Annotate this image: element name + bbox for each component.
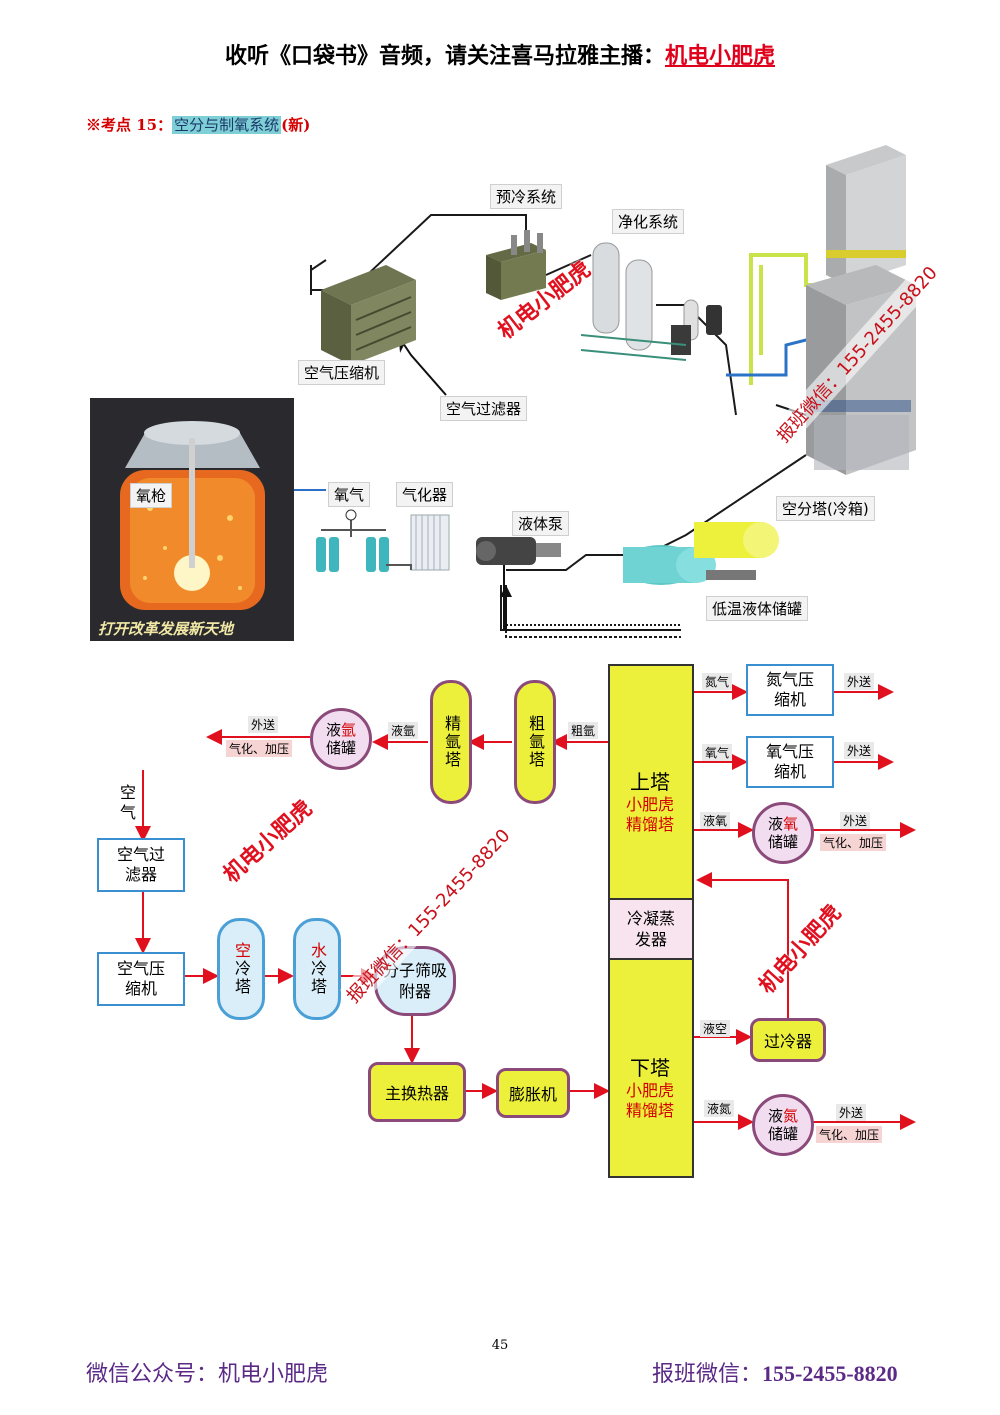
upper-tower <box>608 664 694 900</box>
box-air-compressor: 空气压缩机 <box>97 952 185 1006</box>
furnace-photo: 打开改革发展新天地 氧枪 <box>90 398 294 641</box>
argon-out-label: 外送 <box>248 716 279 733</box>
o2-label: 氧气 <box>702 744 733 761</box>
lox-out-label: 外送 <box>840 812 871 829</box>
section-suffix: (新) <box>281 116 311 134</box>
crude-argon-label: 粗氩 <box>568 722 599 739</box>
o2-out-label: 外送 <box>844 742 875 759</box>
footer-contact: 报班微信：155-2455-8820 <box>652 1361 898 1387</box>
header-brand-link[interactable]: 机电小肥虎 <box>665 43 776 69</box>
process-illustration <box>176 145 916 638</box>
crude-argon-tower: 粗氩塔 <box>514 680 556 804</box>
lin-out-label: 外送 <box>836 1104 867 1121</box>
label-precool: 预冷系统 <box>490 184 563 209</box>
label-lowtemp-tank: 低温液体储罐 <box>706 596 809 621</box>
subcooler: 过冷器 <box>750 1018 826 1062</box>
page-number: 45 <box>491 1338 509 1353</box>
page-header: 收听《口袋书》音频，请关注喜马拉雅主播：机电小肥虎 <box>0 38 1000 70</box>
o2-compressor: 氧气压缩机 <box>746 736 834 788</box>
argon-tank: 液氩储罐 <box>310 708 372 770</box>
air-cool-tower: 空冷塔 <box>217 918 265 1020</box>
n2-out-label: 外送 <box>844 673 875 690</box>
label-oxygen: 氧气 <box>328 482 371 507</box>
label-liquid-pump: 液体泵 <box>512 511 570 536</box>
label-vaporizer: 气化器 <box>396 482 454 507</box>
lin-gasify-label: 气化、加压 <box>816 1126 883 1143</box>
footer-wechat-account: 微信公众号：机电小肥虎 <box>86 1362 329 1387</box>
label-oxygen-lance: 氧枪 <box>130 483 173 508</box>
label-air-filter: 空气过滤器 <box>440 396 528 421</box>
section-highlight: 空分与制氧系统 <box>172 116 282 134</box>
lower-tower <box>608 958 694 1178</box>
lox-tank: 液氧储罐 <box>752 802 814 864</box>
liquid-argon-label: 液氩 <box>388 722 419 739</box>
water-cool-tower: 水冷塔 <box>293 918 341 1020</box>
lin-label: 液氮 <box>704 1100 735 1117</box>
header-prefix: 收听《口袋书》音频，请关注喜马拉雅主播： <box>224 43 665 69</box>
section-title: ※考点 15：空分与制氧系统(新) <box>86 114 310 135</box>
lin-tank: 液氮储罐 <box>752 1094 814 1156</box>
label-air-compressor: 空气压缩机 <box>298 360 386 385</box>
fine-argon-tower: 精氩塔 <box>430 680 472 804</box>
condenser: 冷凝蒸发器 <box>608 898 694 960</box>
air-input-label: 空气 <box>120 783 137 822</box>
n2-label: 氮气 <box>702 673 733 690</box>
label-purify: 净化系统 <box>612 209 685 234</box>
upper-tower-labels: 上塔 小肥虎 精馏塔 <box>625 770 674 834</box>
lox-label: 液氧 <box>700 812 731 829</box>
argon-gasify-label: 气化、加压 <box>226 740 293 757</box>
liquid-air-label: 液空 <box>700 1020 731 1037</box>
n2-compressor: 氮气压缩机 <box>746 664 834 716</box>
lower-tower-labels: 下塔 小肥虎 精馏塔 <box>625 1056 674 1120</box>
expander: 膨胀机 <box>496 1068 570 1118</box>
section-prefix: ※考点 15： <box>86 116 173 134</box>
main-heat-exchanger: 主换热器 <box>368 1062 466 1122</box>
lox-gasify-label: 气化、加压 <box>820 834 887 851</box>
furnace-caption: 打开改革发展新天地 <box>98 620 234 638</box>
mol-sieve: 分子筛吸附器 <box>374 946 456 1016</box>
flow-connectors <box>135 684 916 1130</box>
box-air-filter: 空气过滤器 <box>97 838 185 892</box>
label-air-sep-tower: 空分塔(冷箱) <box>776 496 875 521</box>
